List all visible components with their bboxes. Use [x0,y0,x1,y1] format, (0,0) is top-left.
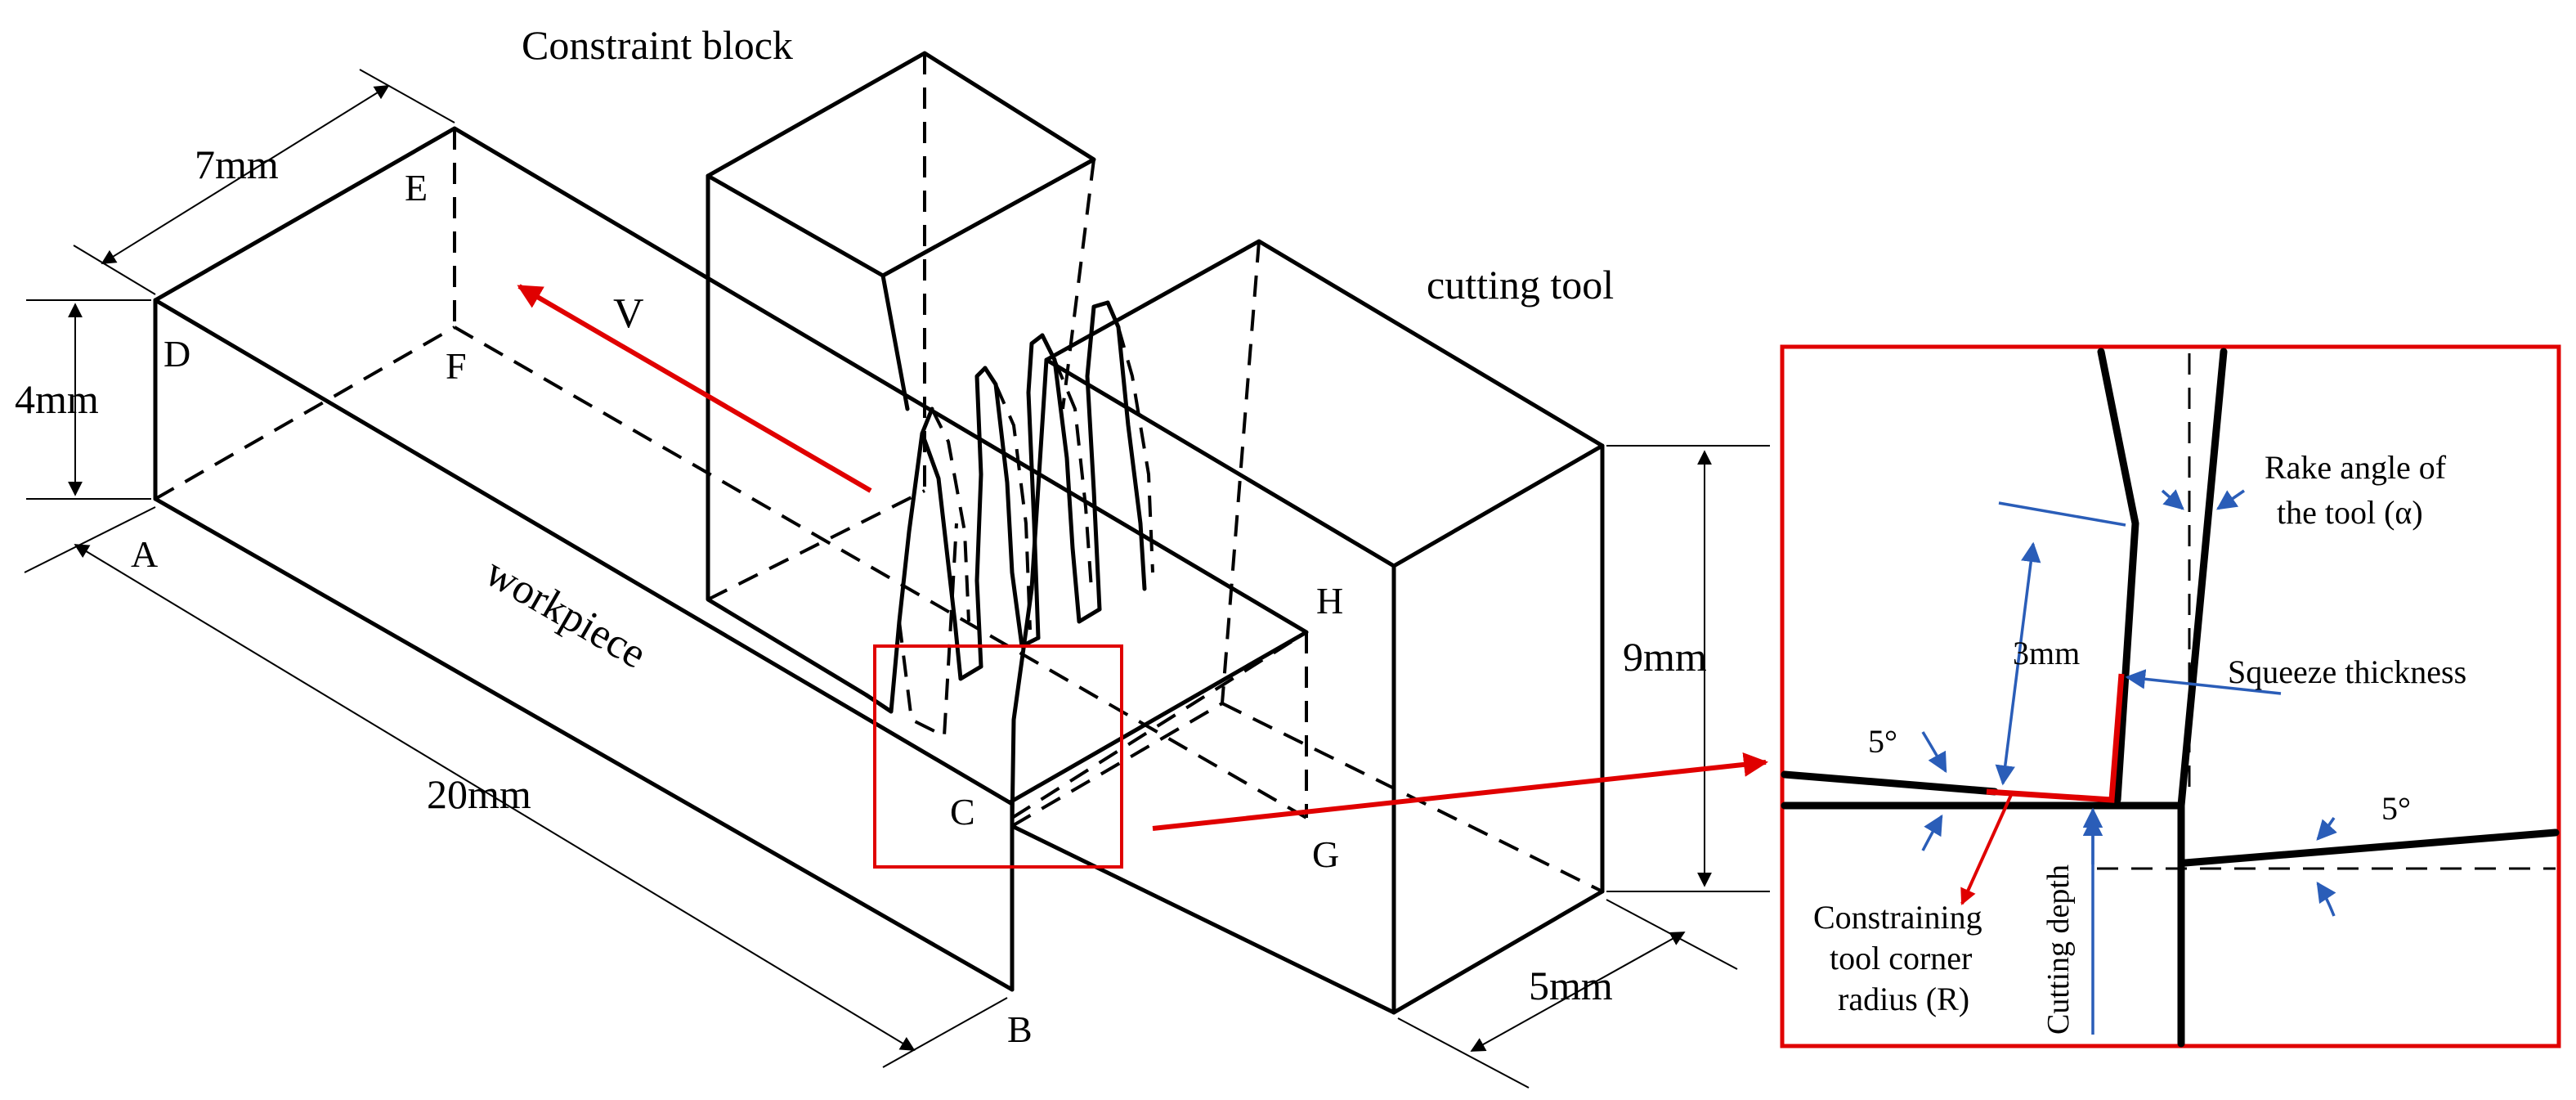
workpiece [153,126,1309,992]
dim-5mm-label: 5mm [1529,963,1613,1008]
corner-radius-label-line3: radius (R) [1838,981,1969,1017]
dimension-lines [24,69,1770,1089]
cutting-tool-label: cutting tool [1427,262,1614,308]
dim-7mm-label: 7mm [195,141,279,187]
dim-4mm-label: 4mm [15,376,99,422]
angle-right-label: 5° [2381,790,2411,827]
point-C-label: C [950,791,975,833]
velocity-arrow [517,284,872,493]
dim-3mm-label: 3mm [2013,635,2080,671]
corner-radius-label-line1: Constraining [1813,899,1982,936]
velocity-label: V [613,290,644,337]
detail-box [873,644,1123,869]
point-A-label: A [131,533,158,575]
corner-radius-label-line2: tool corner [1830,940,1972,977]
point-G-label: G [1312,833,1339,875]
point-E-label: E [405,167,428,209]
point-H-label: H [1316,580,1343,622]
point-D-label: D [164,333,190,375]
workpiece-label: workpiece [477,549,654,678]
callout-arrow [1152,752,1768,831]
squeeze-thickness-label: Squeeze thickness [2228,653,2466,690]
cutting-depth-label: Cutting depth [2041,864,2076,1035]
cutting-tool [1010,239,1605,1015]
dim-20mm-label: 20mm [427,771,531,817]
point-B-label: B [1007,1008,1033,1050]
inset-detail [1780,344,2561,1048]
dim-9mm-label: 9mm [1623,634,1707,680]
rake-angle-label-line1: Rake angle of [2265,449,2447,486]
point-F-label: F [446,345,467,387]
angle-left-label: 5° [1868,723,1897,760]
constraint-block [706,51,1154,739]
constraint-block-label: Constraint block [522,22,793,68]
rake-angle-label-line2: the tool (α) [2277,494,2423,531]
